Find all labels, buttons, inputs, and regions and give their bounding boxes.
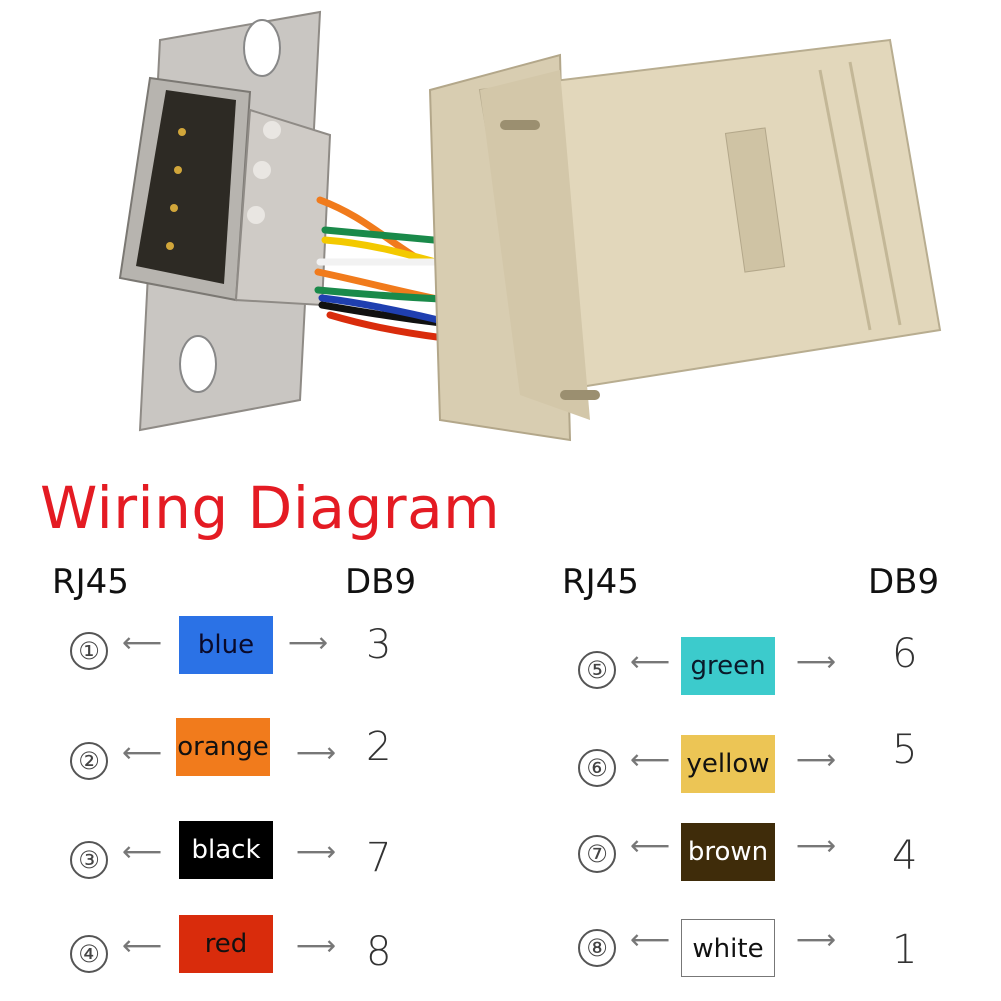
wiring-row-2: ② ⟵ orange ⟶ 2 bbox=[0, 718, 500, 780]
arrow-left-icon: ⟵ bbox=[122, 736, 163, 769]
db9-pin-3: 3 bbox=[366, 622, 392, 668]
db9-pin-6: 6 bbox=[892, 631, 918, 677]
db9-pin-5: 5 bbox=[892, 727, 918, 773]
left-rj45-header: RJ45 bbox=[52, 562, 129, 602]
rj45-pin-1: ① bbox=[70, 632, 108, 670]
db9-pin-8: 8 bbox=[366, 929, 392, 975]
wire-color-white: white bbox=[681, 919, 775, 977]
wire-color-black: black bbox=[179, 821, 273, 879]
arrow-left-icon: ⟵ bbox=[630, 923, 671, 956]
rj45-pin-7: ⑦ bbox=[578, 835, 616, 873]
rj45-pin-2: ② bbox=[70, 742, 108, 780]
db9-pin-7: 7 bbox=[366, 835, 392, 881]
adapter-photo bbox=[118, 10, 942, 442]
wire-color-blue: blue bbox=[179, 616, 273, 674]
wiring-row-4: ④ ⟵ red ⟶ 8 bbox=[0, 915, 500, 975]
right-db9-header: DB9 bbox=[868, 562, 940, 602]
rj45-adapter-illustration bbox=[428, 38, 942, 442]
wire-color-yellow: yellow bbox=[681, 735, 775, 793]
wiring-row-8: ⑧ ⟵ white ⟶ 1 bbox=[500, 919, 1000, 979]
arrow-right-icon: ⟶ bbox=[296, 929, 337, 962]
wiring-row-5: ⑤ ⟵ green ⟶ 6 bbox=[500, 631, 1000, 697]
db9-connector-illustration bbox=[118, 10, 332, 432]
arrow-left-icon: ⟵ bbox=[122, 835, 163, 868]
arrow-left-icon: ⟵ bbox=[122, 626, 163, 659]
arrow-right-icon: ⟶ bbox=[796, 923, 837, 956]
rj45-pin-8: ⑧ bbox=[578, 929, 616, 967]
db9-pin-1: 1 bbox=[892, 927, 918, 973]
wire-color-brown: brown bbox=[681, 823, 775, 881]
arrow-right-icon: ⟶ bbox=[796, 645, 837, 678]
diagram-title: Wiring Diagram bbox=[40, 474, 501, 542]
arrow-left-icon: ⟵ bbox=[630, 645, 671, 678]
rj45-pin-4: ④ bbox=[70, 935, 108, 973]
arrow-right-icon: ⟶ bbox=[796, 743, 837, 776]
wiring-row-1: ① ⟵ blue ⟶ 3 bbox=[0, 616, 500, 676]
right-rj45-header: RJ45 bbox=[562, 562, 639, 602]
rj45-pin-5: ⑤ bbox=[578, 651, 616, 689]
arrow-right-icon: ⟶ bbox=[296, 736, 337, 769]
arrow-left-icon: ⟵ bbox=[630, 829, 671, 862]
wire-color-green: green bbox=[681, 637, 775, 695]
rj45-pin-6: ⑥ bbox=[578, 749, 616, 787]
left-db9-header: DB9 bbox=[345, 562, 417, 602]
arrow-left-icon: ⟵ bbox=[122, 929, 163, 962]
rj45-pin-3: ③ bbox=[70, 841, 108, 879]
wiring-row-3: ③ ⟵ black ⟶ 7 bbox=[0, 821, 500, 881]
arrow-left-icon: ⟵ bbox=[630, 743, 671, 776]
wiring-row-6: ⑥ ⟵ yellow ⟶ 5 bbox=[500, 727, 1000, 795]
db9-pin-2: 2 bbox=[366, 724, 392, 770]
arrow-right-icon: ⟶ bbox=[288, 626, 329, 659]
wire-color-red: red bbox=[179, 915, 273, 973]
wire-color-orange: orange bbox=[176, 718, 270, 776]
arrow-right-icon: ⟶ bbox=[796, 829, 837, 862]
wiring-row-7: ⑦ ⟵ brown ⟶ 4 bbox=[500, 823, 1000, 883]
arrow-right-icon: ⟶ bbox=[296, 835, 337, 868]
db9-pin-4: 4 bbox=[892, 833, 918, 879]
